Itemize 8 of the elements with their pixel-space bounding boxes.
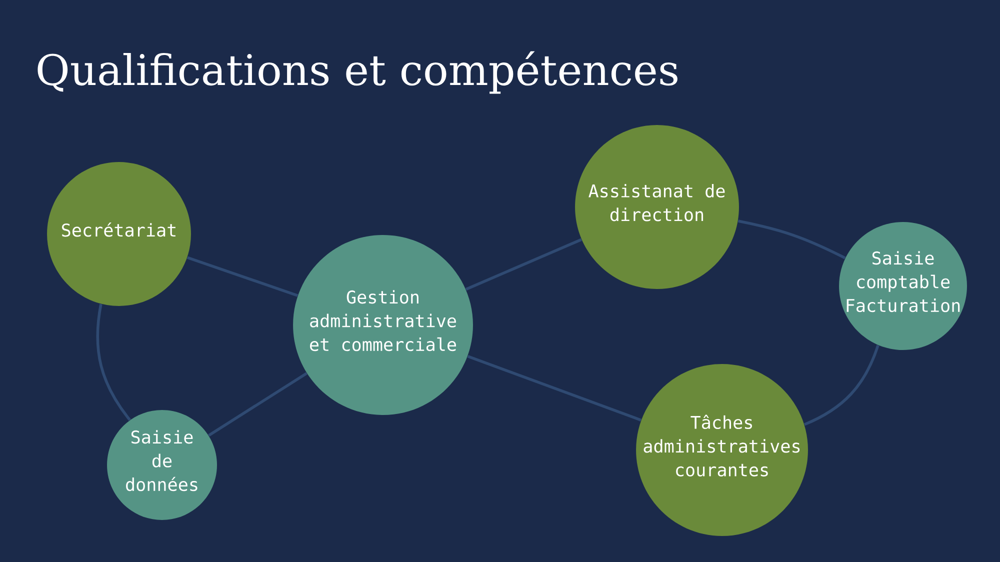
connector-line xyxy=(96,304,131,421)
connector-line xyxy=(208,372,308,437)
connector-line xyxy=(804,344,880,426)
connector-line xyxy=(186,256,298,297)
slide-title: Qualifications et compétences xyxy=(38,51,678,94)
connector-line xyxy=(738,220,846,260)
connector-line xyxy=(465,238,582,291)
connector-line xyxy=(467,354,642,422)
